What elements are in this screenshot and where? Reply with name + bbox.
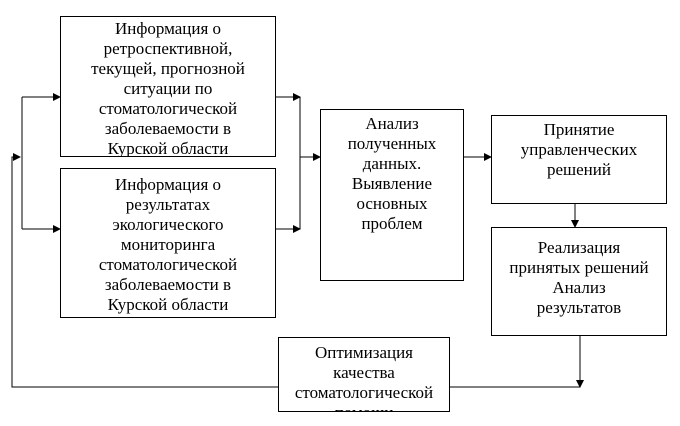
feedback-loop-line	[11, 153, 278, 388]
data-analysis-text: Анализ полученных данных. Выявление осно…	[347, 114, 437, 233]
management-decisions-text: Принятие управленческих решений	[520, 120, 638, 179]
info-current-situation-text: Информация о ретроспективной, текущей, п…	[91, 19, 245, 157]
info-ecology-monitoring-text: Информация о результатах экологического …	[98, 175, 238, 314]
info-current-situation-box: Информация о ретроспективной, текущей, п…	[60, 16, 276, 157]
implementation-analysis-text: Реализация принятых решений Анализ резул…	[509, 238, 649, 317]
data-analysis-box: Анализ полученных данных. Выявление осно…	[320, 109, 464, 281]
management-decisions-box: Принятие управленческих решений	[491, 115, 667, 204]
implementation-analysis-box: Реализация принятых решений Анализ резул…	[491, 227, 667, 336]
info-ecology-monitoring-box: Информация о результатах экологического …	[60, 168, 276, 318]
quality-optimization-box: Оптимизация качества стоматологической п…	[278, 337, 450, 412]
quality-optimization-text: Оптимизация качества стоматологической п…	[294, 343, 434, 411]
